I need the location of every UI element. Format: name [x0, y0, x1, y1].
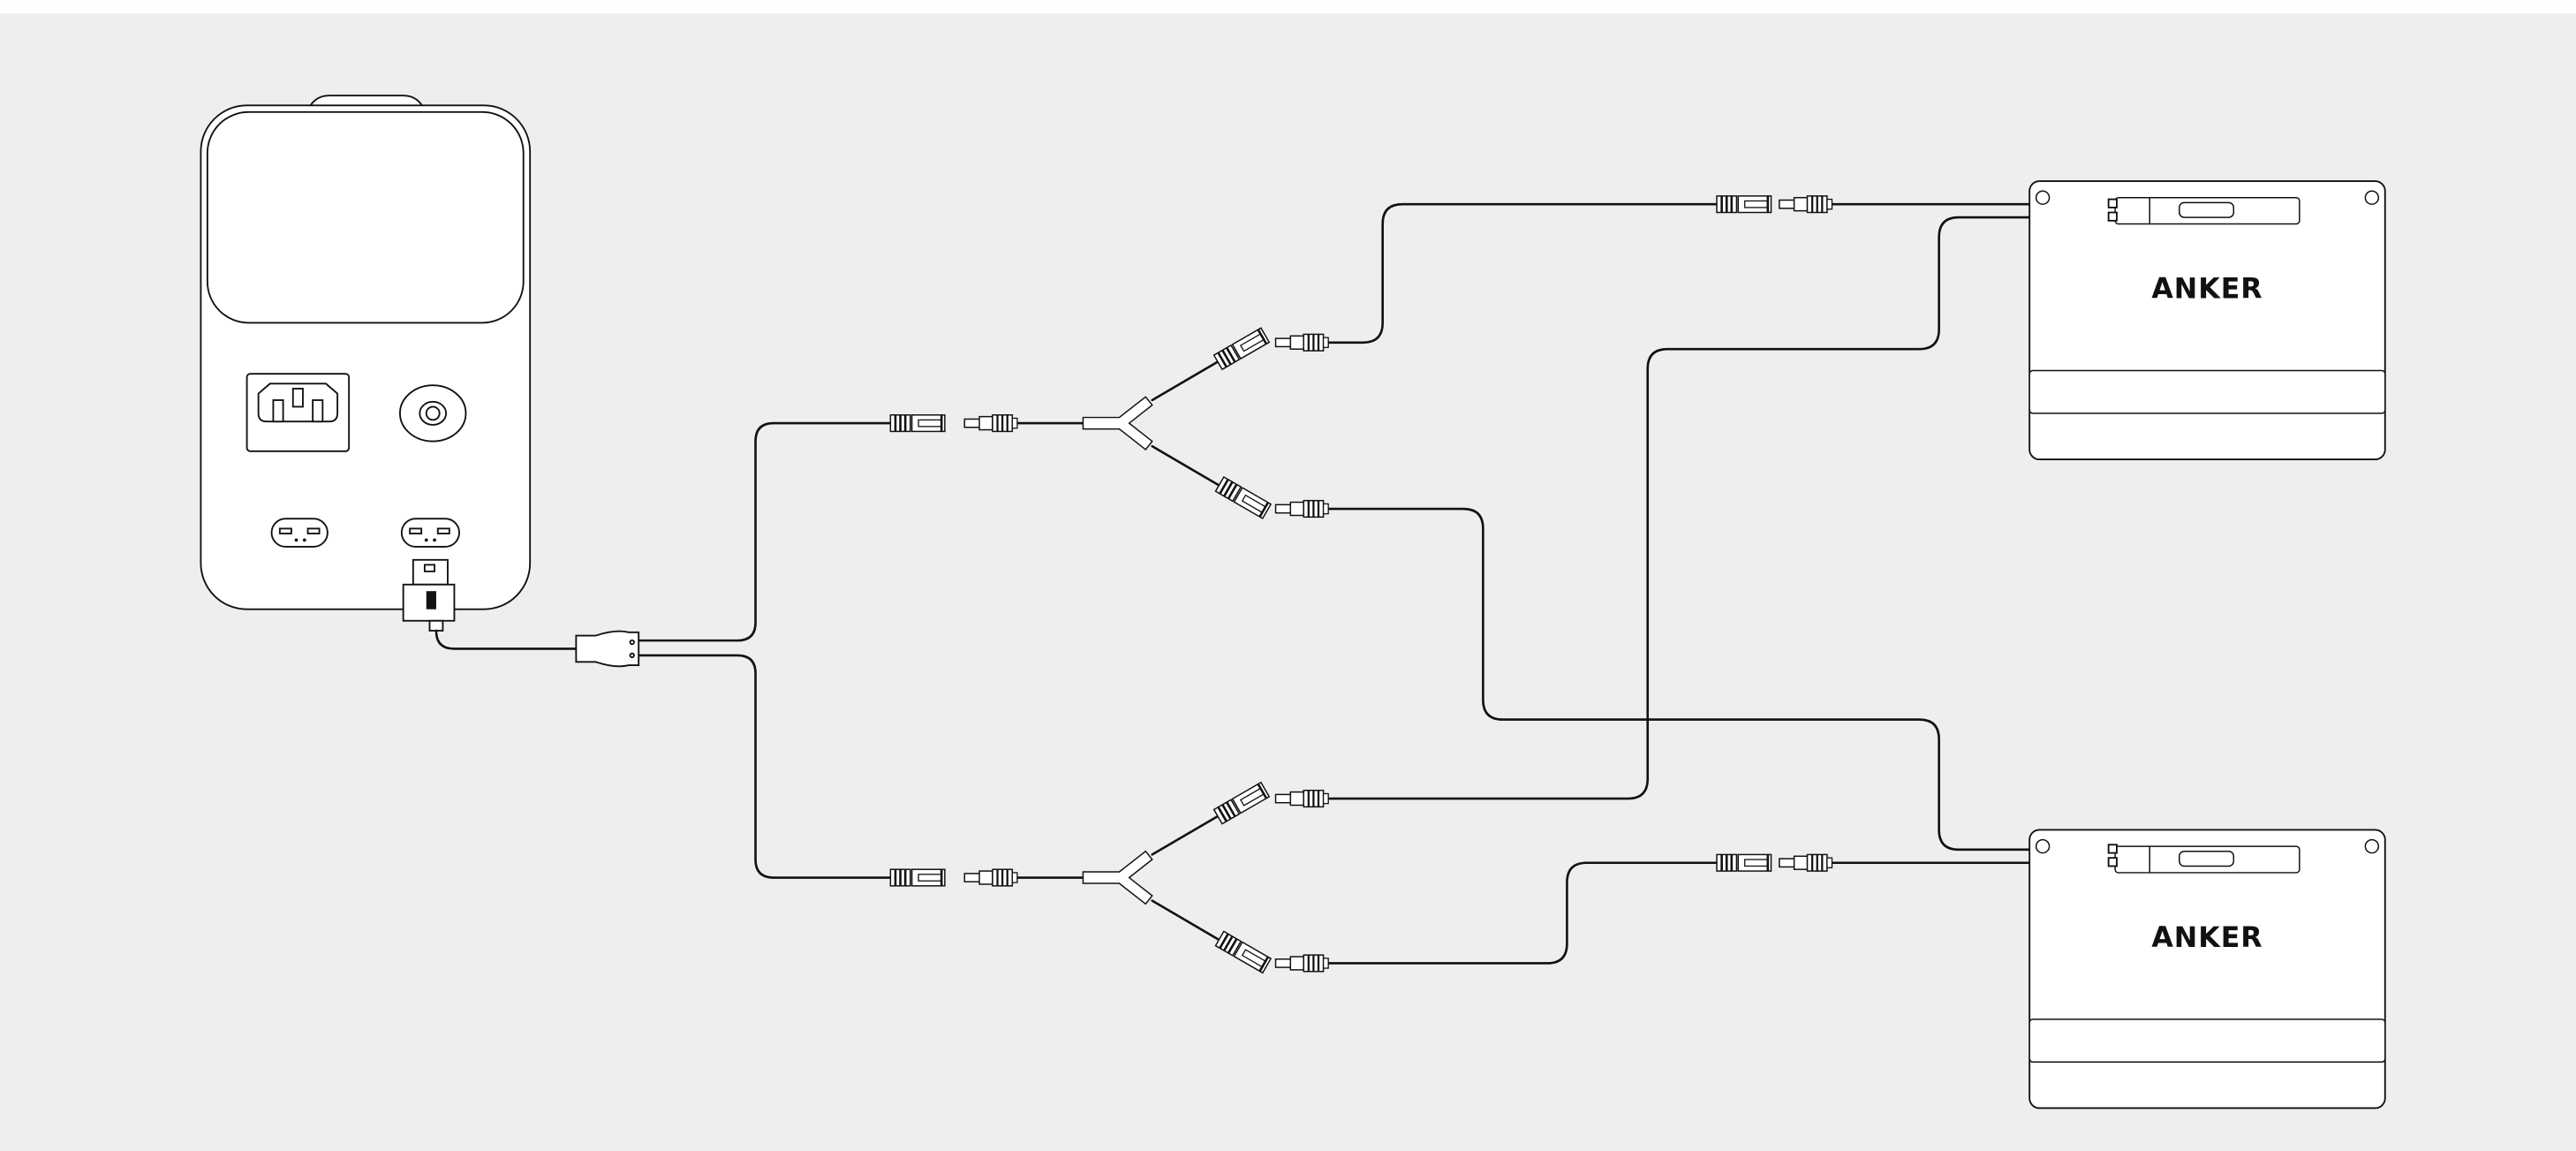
- solar-panel-1: ANKER: [2028, 180, 2386, 461]
- solar-panel-2: ANKER: [2028, 829, 2386, 1109]
- anker-logo: ANKER: [2151, 273, 2262, 305]
- ac-outlet-icon: [246, 373, 351, 452]
- mc4-female-connector: [1214, 930, 1273, 974]
- mc4-male-connector: [1274, 499, 1330, 519]
- mc4-male-connector: [1274, 333, 1330, 352]
- mc4-male-connector: [1274, 954, 1330, 973]
- y-branch-connector: [1082, 396, 1153, 451]
- mc4-female-connector: [1715, 853, 1772, 873]
- mc4-male-connector: [963, 413, 1019, 433]
- mc4-male-connector: [1778, 194, 1833, 214]
- y-branch-connector: [1082, 850, 1153, 905]
- usb-port-icon: [270, 518, 329, 548]
- xt60-to-dual-mc4-icon: [575, 630, 640, 668]
- mc4-male-connector: [1274, 789, 1330, 808]
- cables: [434, 202, 2120, 965]
- handle: [308, 95, 424, 108]
- usb-port-icon: [400, 518, 460, 548]
- power-station: [200, 95, 532, 632]
- mc4-female-connector: [889, 867, 947, 888]
- top-strip: [0, 0, 2576, 13]
- mc4-male-connector: [963, 868, 1019, 887]
- mc4-female-connector: [1715, 194, 1772, 214]
- mc4-male-connector: [1778, 853, 1833, 873]
- panel-cable-terminals: [2107, 198, 2118, 867]
- car-socket-icon: [398, 384, 467, 443]
- display-screen: [206, 110, 525, 324]
- mc4-female-connector: [889, 413, 947, 433]
- anker-logo: ANKER: [2151, 922, 2262, 954]
- mc4-female-connector: [1214, 475, 1273, 520]
- xt60-input-plug-icon: [402, 558, 456, 632]
- mc4-female-connector: [1212, 781, 1271, 825]
- mc4-female-connector: [1212, 326, 1271, 371]
